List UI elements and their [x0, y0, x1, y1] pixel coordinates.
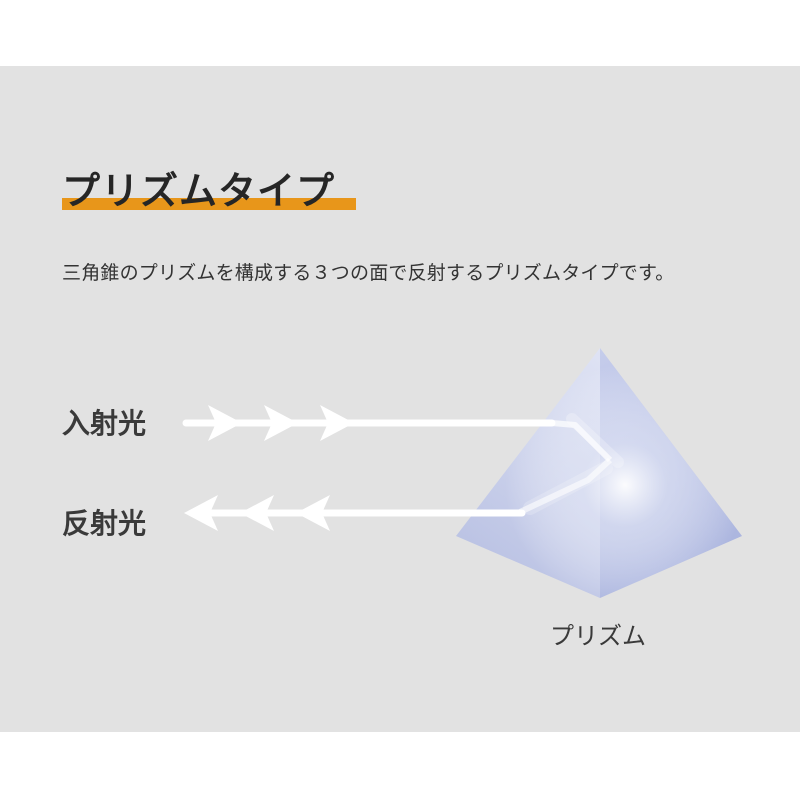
reflected-arrowhead-icon: [296, 495, 330, 531]
incident-arrowhead-icon: [264, 405, 298, 441]
reflected-arrowhead-icon: [240, 495, 274, 531]
description-text: 三角錐のプリズムを構成する３つの面で反射するプリズムタイプです。: [62, 262, 675, 284]
title-block: プリズムタイプ: [62, 160, 358, 214]
diagram-panel: [0, 66, 800, 732]
reflected-arrowhead-icon: [184, 495, 218, 531]
page-title: プリズムタイプ: [62, 169, 336, 213]
internal-reflection-path: [518, 457, 613, 515]
prism-label: プリズム: [550, 622, 646, 650]
incident-arrowhead-icon: [208, 405, 242, 441]
incident-arrowhead-icon: [320, 405, 354, 441]
incident-light-path: [182, 405, 624, 468]
reflected-light-label: 反射光: [62, 507, 147, 540]
incident-light-label: 入射光: [62, 407, 147, 440]
title-underline: [62, 198, 356, 210]
reflected-light-path: [184, 495, 526, 531]
